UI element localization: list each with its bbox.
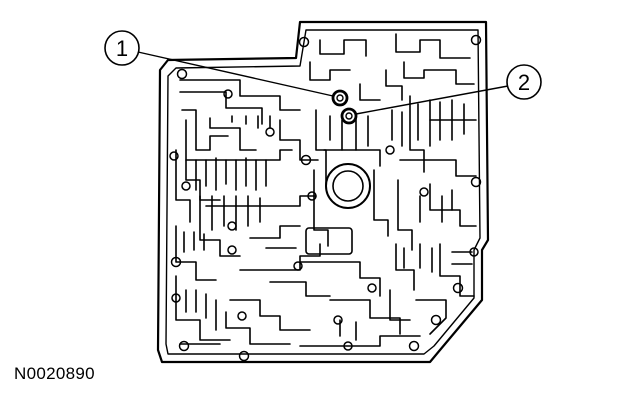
fluid-channels-right — [389, 33, 477, 335]
seal-2 — [340, 107, 358, 125]
callout-2: 2 — [506, 64, 542, 100]
callout-1-label: 1 — [116, 36, 128, 61]
center-bore — [325, 163, 371, 209]
figure-id-label: N0020890 — [14, 364, 95, 383]
fluid-channels-center — [299, 39, 421, 347]
bolt-holes — [169, 34, 482, 362]
plate-outline — [156, 20, 490, 364]
leader-line-2 — [355, 85, 509, 115]
callout-1: 1 — [104, 30, 140, 66]
leader-line-1 — [137, 51, 334, 97]
leader-lines — [137, 51, 509, 115]
seal-1 — [331, 89, 349, 107]
callout-2-label: 2 — [518, 70, 530, 95]
fluid-channels-left — [175, 79, 331, 345]
